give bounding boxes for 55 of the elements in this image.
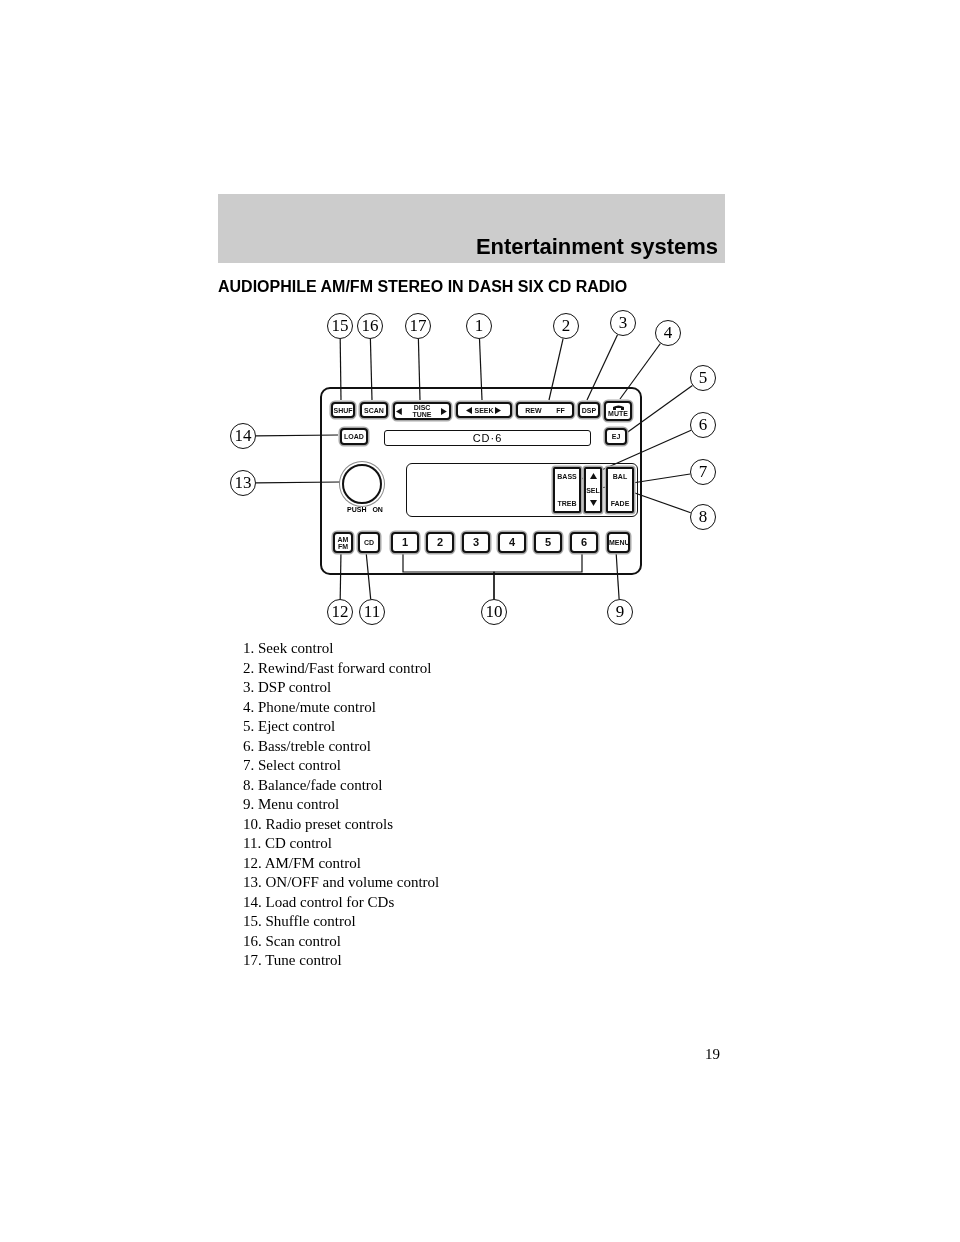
callout-number: 3 bbox=[610, 310, 636, 336]
legend-item: 15. Shuffle control bbox=[243, 913, 356, 930]
preset-button: 4 bbox=[498, 532, 526, 553]
callout-number: 16 bbox=[357, 313, 383, 339]
leader-line bbox=[255, 481, 341, 484]
legend-item: 17. Tune control bbox=[243, 952, 342, 969]
legend-item: 9. Menu control bbox=[243, 796, 340, 813]
callout-number: 14 bbox=[230, 423, 256, 449]
volume-knob bbox=[342, 464, 382, 504]
leader-line bbox=[255, 434, 339, 437]
callout-number: 17 bbox=[405, 313, 431, 339]
callout-number: 9 bbox=[607, 599, 633, 625]
callout-number: 2 bbox=[553, 313, 579, 339]
legend-item: 14. Load control for CDs bbox=[243, 893, 395, 911]
preset-button: 2 bbox=[426, 532, 454, 553]
legend-item: 8. Balance/fade control bbox=[243, 776, 383, 794]
callout-number: 4 bbox=[655, 320, 681, 346]
callout-number: 7 bbox=[690, 459, 716, 485]
leader-line bbox=[369, 338, 373, 401]
callout-number: 1 bbox=[466, 313, 492, 339]
legend-item: 4. Phone/mute control bbox=[243, 698, 376, 716]
legend-item: 1. Seek control bbox=[243, 640, 334, 657]
legend-item: 3. DSP control bbox=[243, 679, 332, 696]
callout-number: 13 bbox=[230, 470, 256, 496]
section-header: Entertainment systems bbox=[475, 234, 718, 260]
legend-item: 13. ON/OFF and volume control bbox=[243, 874, 440, 891]
legend-item: 11. CD control bbox=[243, 835, 333, 852]
legend-item: 12. AM/FM control bbox=[243, 854, 361, 872]
heading: AUDIOPHILE AM/FM STEREO IN DASH SIX CD RADIO bbox=[218, 278, 628, 296]
legend-item: 5. Eject control bbox=[243, 718, 336, 735]
page-number: 19 bbox=[705, 1046, 720, 1063]
leader-line bbox=[339, 338, 342, 401]
faceplate-panel bbox=[320, 387, 642, 575]
preset-button: 6 bbox=[570, 532, 598, 553]
legend-item: 6. Bass/treble control bbox=[243, 737, 371, 755]
legend-item: 2. Rewind/Fast forward control bbox=[243, 659, 432, 677]
preset-button: 5 bbox=[534, 532, 562, 553]
leader-line bbox=[548, 338, 564, 401]
legend-item: 10. Radio preset controls bbox=[243, 815, 393, 833]
preset-button: 1 bbox=[391, 532, 419, 553]
legend-item: 16. Scan control bbox=[243, 932, 341, 950]
leader-line bbox=[619, 342, 661, 400]
leader-line bbox=[417, 338, 421, 401]
leader-line bbox=[586, 334, 619, 401]
callout-number: 5 bbox=[690, 365, 716, 391]
callout-number: 10 bbox=[481, 599, 507, 625]
legend-item: 7. Select control bbox=[243, 757, 341, 774]
callout-number: 8 bbox=[690, 504, 716, 530]
preset-button: 3 bbox=[462, 532, 490, 553]
callout-number: 6 bbox=[690, 412, 716, 438]
model-label: CD·6 bbox=[472, 432, 503, 444]
callout-number: 11 bbox=[359, 599, 385, 625]
callout-number: 15 bbox=[327, 313, 353, 339]
callout-number: 12 bbox=[327, 599, 353, 625]
leader-line bbox=[478, 338, 483, 401]
